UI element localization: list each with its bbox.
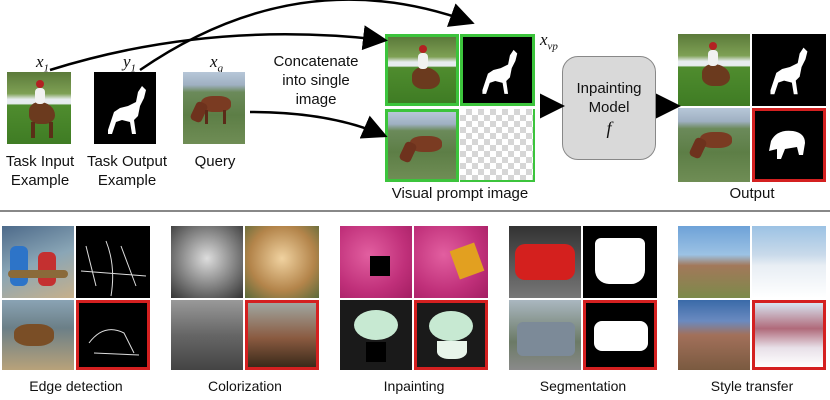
output-tile-query (678, 108, 750, 182)
task-segmentation (509, 226, 657, 370)
style-tile-predicted (752, 300, 826, 370)
edge-tile-input (2, 226, 74, 298)
output-tile-predicted (752, 108, 826, 182)
output-label: Output (729, 185, 775, 202)
edge-tile-predicted (76, 300, 150, 370)
var-x1: x1 (36, 52, 50, 75)
var-xq: xq (210, 52, 224, 75)
inpaint-tile-predicted (414, 300, 488, 370)
prompt-tile-output (460, 34, 535, 106)
task-edge-detection (2, 226, 150, 370)
style-tile-input (678, 226, 750, 298)
seg-tile-query (509, 300, 581, 370)
arrow-y1-to-prompt (139, 0, 475, 72)
task-colorization (171, 226, 319, 370)
color-tile-predicted (245, 300, 319, 370)
prompt-tile-masked (460, 109, 535, 182)
task-output-label: Task Output Example (86, 153, 168, 189)
inpaint-tile-query (340, 300, 412, 370)
task-label-segmentation: Segmentation (539, 378, 627, 394)
task-input-label: Task Input Example (5, 153, 75, 189)
inpaint-tile-input (340, 226, 412, 298)
task-style-transfer (678, 226, 826, 370)
task-label-edge-detection: Edge detection (29, 378, 123, 394)
task-input-image (7, 72, 71, 144)
query-image (183, 72, 245, 144)
arrow-x1-to-prompt (49, 25, 388, 72)
var-xvp: xvp (540, 30, 558, 53)
visual-prompt-label: Visual prompt image (391, 185, 529, 202)
seg-tile-predicted (583, 300, 657, 370)
edge-tile-query (2, 300, 74, 370)
color-tile-query (171, 300, 243, 370)
style-tile-output (752, 226, 826, 298)
style-tile-query (678, 300, 750, 370)
query-label: Query (194, 153, 236, 170)
output-tile-mask (752, 34, 826, 106)
inpaint-tile-output (414, 226, 488, 298)
inpainting-model-box: Inpainting Model f (562, 56, 656, 160)
model-label-line1: Inpainting (576, 80, 642, 97)
visual-prompt-grid (385, 34, 535, 182)
seg-tile-input (509, 226, 581, 298)
task-inpainting (340, 226, 488, 370)
var-y1: y1 (123, 52, 137, 75)
model-label-line2: Model (588, 99, 630, 116)
output-tile-input (678, 34, 750, 106)
concatenate-label: Concatenate into single image (273, 53, 359, 108)
arrow-query-to-prompt (249, 110, 388, 139)
color-tile-output (245, 226, 319, 298)
seg-tile-output (583, 226, 657, 298)
task-label-colorization: Colorization (208, 378, 282, 394)
color-tile-input (171, 226, 243, 298)
prompt-tile-input (385, 34, 459, 106)
task-label-inpainting: Inpainting (383, 378, 445, 394)
output-grid (678, 34, 826, 182)
task-output-image (94, 72, 156, 144)
task-label-style-transfer: Style transfer (710, 378, 794, 394)
section-divider (0, 210, 830, 212)
edge-tile-output (76, 226, 150, 298)
prompt-tile-query (385, 109, 459, 182)
model-symbol: f (606, 118, 612, 138)
